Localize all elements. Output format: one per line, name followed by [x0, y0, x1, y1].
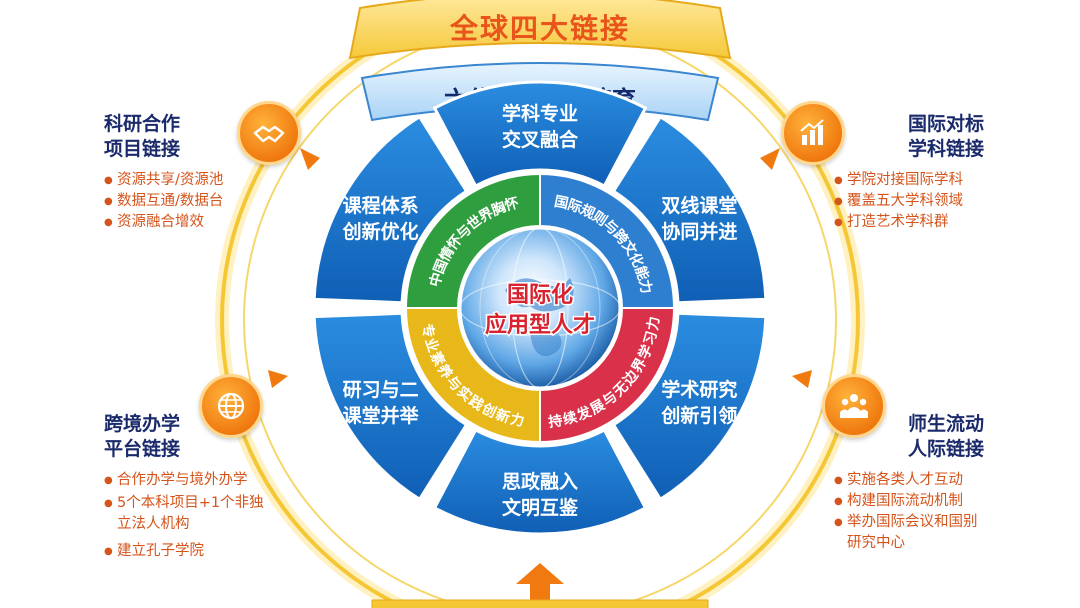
- list-item: 打造艺术学科群: [834, 212, 984, 233]
- list-item: 覆盖五大学科领域: [834, 191, 984, 212]
- arrow-top-right: [760, 148, 780, 170]
- link-platform: 跨境办学 平台链接 合作办学与境外办学 5个本科项目+1个非独立法人机构 建立孔…: [104, 412, 264, 562]
- segment-practice-label-1: 研习与二: [343, 379, 419, 401]
- segment-curriculum-label-1: 课程体系: [343, 194, 419, 217]
- segment-research-label-1: 学术研究: [661, 378, 737, 401]
- link-platform-title-2: 平台链接: [104, 438, 181, 460]
- bottom-banner-edge: [371, 599, 709, 608]
- globe-icon: [199, 374, 263, 438]
- list-item: 5个本科项目+1个非独立法人机构: [104, 493, 264, 535]
- link-people: 师生流动 人际链接 实施各类人才互动 构建国际流动机制 举办国际会议和国别研究中…: [834, 412, 984, 554]
- link-research-title-2: 项目链接: [104, 138, 181, 160]
- link-research: 科研合作 项目链接 资源共享/资源池 数据互通/数据台 资源融合增效: [104, 112, 254, 233]
- segment-research: [611, 311, 768, 502]
- segment-ideology: [432, 428, 648, 536]
- segment-dual-classroom-label-1: 双线课堂: [661, 194, 737, 217]
- segment-practice-label-2: 课堂并举: [343, 404, 420, 427]
- link-discipline: 国际对标 学科链接 学院对接国际学科 覆盖五大学科领域 打造艺术学科群: [834, 112, 984, 233]
- link-discipline-title-2: 学科链接: [907, 138, 984, 160]
- list-item: 资源融合增效: [104, 212, 254, 233]
- list-item: 建立孔子学院: [104, 541, 264, 562]
- arrow-bottom-up: [516, 563, 564, 600]
- list-item: 实施各类人才互动: [834, 470, 984, 491]
- arrow-bottom-right: [792, 370, 812, 388]
- list-item: 合作办学与境外办学: [104, 470, 264, 491]
- list-item: 数据互通/数据台: [104, 191, 254, 212]
- list-item: 资源共享/资源池: [104, 170, 254, 191]
- link-people-title-1: 师生流动: [907, 413, 984, 435]
- segment-practice: [312, 311, 469, 502]
- list-item: 学院对接国际学科: [834, 170, 984, 191]
- link-people-title-2: 人际链接: [907, 438, 984, 460]
- segment-discipline-label-2: 交叉融合: [502, 128, 579, 151]
- segment-curriculum-label-2: 创新优化: [342, 220, 419, 243]
- segment-discipline: [432, 80, 648, 188]
- segment-curriculum: [312, 114, 469, 305]
- segment-ideology-label-1: 思政融入: [502, 470, 578, 493]
- link-platform-title-1: 跨境办学: [104, 413, 181, 435]
- handshake-icon: [237, 101, 301, 165]
- segment-research-label-2: 创新引领: [660, 404, 737, 427]
- top-banner: 全球四大链接: [348, 0, 732, 60]
- link-research-title-1: 科研合作: [104, 113, 181, 135]
- arrow-bottom-left: [268, 370, 288, 388]
- arrow-top-left: [300, 148, 320, 170]
- center-label-line1: 国际化: [507, 282, 573, 308]
- segment-dual-classroom-label-2: 协同并进: [661, 220, 737, 243]
- center-label-line2: 应用型人才: [485, 312, 595, 338]
- segment-discipline-label-1: 学科专业: [502, 102, 578, 125]
- quadrant-professional-practice: [404, 307, 541, 444]
- top-banner-text: 全球四大链接: [449, 12, 630, 45]
- list-item: 举办国际会议和国别研究中心: [834, 512, 984, 554]
- center-globe: 国际化 应用型人才: [458, 226, 622, 390]
- bar-chart-icon: [781, 101, 845, 165]
- list-item: 构建国际流动机制: [834, 491, 984, 512]
- segment-ideology-label-2: 文明互鉴: [502, 496, 579, 519]
- segment-dual-classroom: [611, 114, 768, 305]
- people-icon: [822, 374, 886, 438]
- link-discipline-title-1: 国际对标: [907, 113, 984, 135]
